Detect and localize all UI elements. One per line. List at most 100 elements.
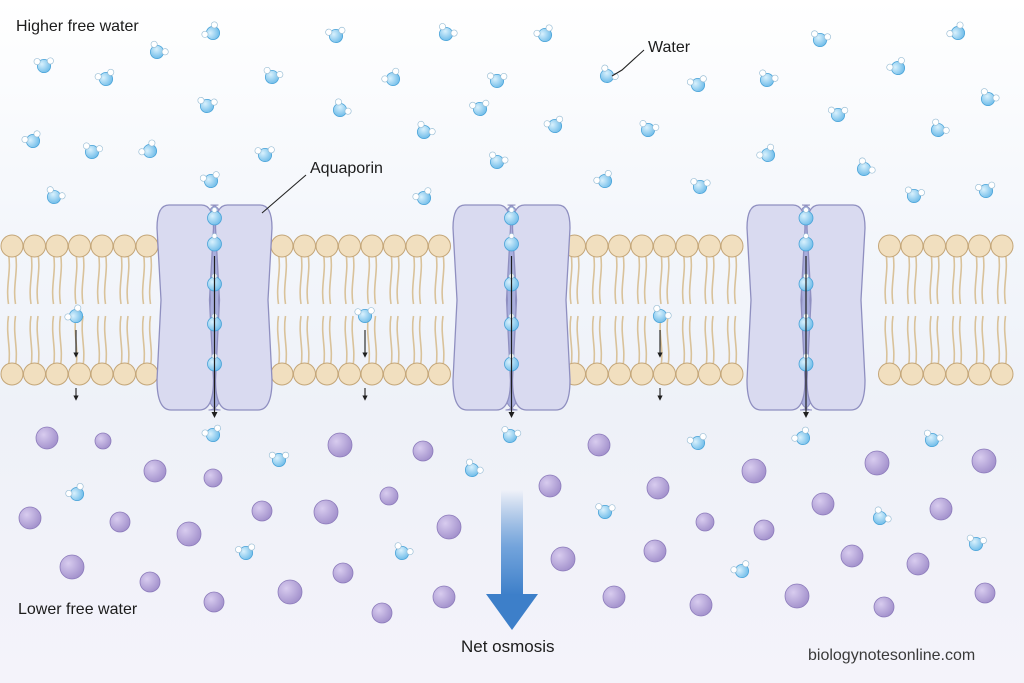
- net-osmosis-arrow-icon: [486, 490, 538, 630]
- hydrogen-atom: [980, 88, 988, 96]
- lipid-tail: [666, 253, 670, 305]
- water-molecule-icon: [639, 120, 660, 138]
- hydrogen-atom: [412, 193, 420, 201]
- lipid-tail: [929, 315, 933, 367]
- lipid-tail: [569, 315, 573, 367]
- lipid-tail: [396, 315, 400, 367]
- hydrogen-atom: [424, 187, 432, 195]
- channel-water-molecule: [798, 210, 814, 226]
- oxygen-atom: [690, 435, 706, 451]
- hydrogen-atom: [699, 433, 707, 441]
- lipid-head: [990, 234, 1014, 258]
- aquaporin-subunit: [511, 204, 571, 411]
- lipid-head: [945, 234, 969, 258]
- water-molecule-icon: [65, 482, 85, 502]
- solute-particle-icon: [864, 450, 890, 476]
- solute-particle-icon: [974, 582, 996, 604]
- lipid-tail: [441, 253, 445, 305]
- water-molecule-icon: [83, 142, 103, 160]
- solute-particle-icon: [587, 433, 611, 457]
- lipid-tail: [6, 315, 11, 367]
- lipid-tail: [119, 315, 123, 367]
- oxygen-atom: [205, 25, 221, 41]
- hydrogen-atom: [759, 69, 767, 77]
- lipid-tail: [591, 315, 596, 367]
- flow-arrow-layer: [73, 256, 809, 630]
- hydrogen-atom: [21, 136, 29, 143]
- hydrogen-atom: [450, 29, 458, 37]
- lipid-tail: [659, 253, 663, 305]
- hydrogen-atom: [211, 207, 218, 213]
- lipid-tail: [891, 315, 895, 367]
- hydrogen-atom: [827, 106, 835, 114]
- arrow-head: [486, 594, 538, 630]
- hydrogen-atom: [489, 151, 497, 159]
- water-molecule-icon: [487, 72, 508, 89]
- hydrogen-atom: [966, 534, 974, 542]
- hydrogen-atom: [214, 424, 221, 432]
- lipid-tail: [996, 315, 1001, 367]
- oxygen-atom: [690, 77, 706, 93]
- lipid-tail: [591, 253, 596, 305]
- lipid-head: [360, 362, 384, 386]
- lipid-head: [428, 362, 451, 386]
- hydrogen-atom: [338, 26, 346, 34]
- hydrogen-atom: [767, 143, 775, 151]
- solute-particle-icon: [371, 602, 393, 624]
- water-label: Water: [648, 39, 691, 56]
- hydrogen-atom: [212, 171, 220, 179]
- hydrogen-atom: [76, 482, 84, 490]
- solute-particle-icon: [643, 539, 667, 563]
- hydrogen-atom: [94, 73, 102, 81]
- lipid-head: [315, 362, 339, 386]
- hydrogen-atom: [96, 145, 103, 153]
- lipid-head: [293, 234, 316, 258]
- solute-particle-icon: [436, 514, 462, 540]
- lipid-tail: [126, 315, 130, 367]
- oxygen-atom: [472, 101, 488, 117]
- solute-particle-icon: [550, 546, 576, 572]
- solute-particle-icon: [94, 432, 112, 450]
- oxygen-atom: [205, 427, 221, 443]
- lipid-tail: [373, 315, 378, 367]
- hydrogen-atom: [514, 429, 522, 437]
- hydrogen-atom: [742, 560, 750, 568]
- hydrogen-atom: [884, 515, 892, 523]
- solute-layer: [18, 426, 997, 624]
- lipid-tail: [576, 315, 580, 367]
- water-molecule-icon: [501, 426, 522, 444]
- lipid-tail: [141, 253, 146, 305]
- hydrogen-atom: [107, 68, 115, 76]
- oxygen-atom: [968, 536, 984, 552]
- hydrogen-atom: [811, 30, 819, 38]
- oxygen-atom: [812, 32, 828, 48]
- water-molecule-icon: [201, 21, 221, 41]
- solute-particle-icon: [327, 432, 353, 458]
- lipid-tail: [306, 253, 310, 305]
- water-molecule-icon: [201, 424, 221, 443]
- water-molecule-icon: [64, 304, 84, 324]
- solute-particle-icon: [741, 458, 767, 484]
- lipid-tail: [328, 253, 333, 305]
- water-molecule-icon: [235, 543, 256, 561]
- hydrogen-atom: [556, 115, 564, 123]
- hydrogen-atom: [150, 40, 158, 48]
- lipid-tail: [13, 253, 18, 305]
- lipid-tail: [906, 315, 911, 367]
- lipid-tail: [344, 315, 348, 367]
- hydrogen-atom: [74, 304, 82, 312]
- hydrogen-atom: [199, 174, 207, 182]
- water-molecule-icon: [811, 30, 832, 48]
- lipid-head: [90, 234, 114, 258]
- lipid-tail: [733, 253, 738, 305]
- lipid-tail: [6, 253, 11, 305]
- oxygen-atom: [394, 545, 410, 561]
- lipid-head: [113, 362, 136, 386]
- lipid-tail: [81, 315, 85, 367]
- oxygen-atom: [950, 25, 966, 41]
- channel-water-molecule: [504, 236, 519, 252]
- lipid-tail: [688, 253, 693, 305]
- water-molecule-icon: [904, 186, 925, 204]
- lipid-head: [45, 234, 69, 258]
- solute-particle-icon: [203, 591, 225, 613]
